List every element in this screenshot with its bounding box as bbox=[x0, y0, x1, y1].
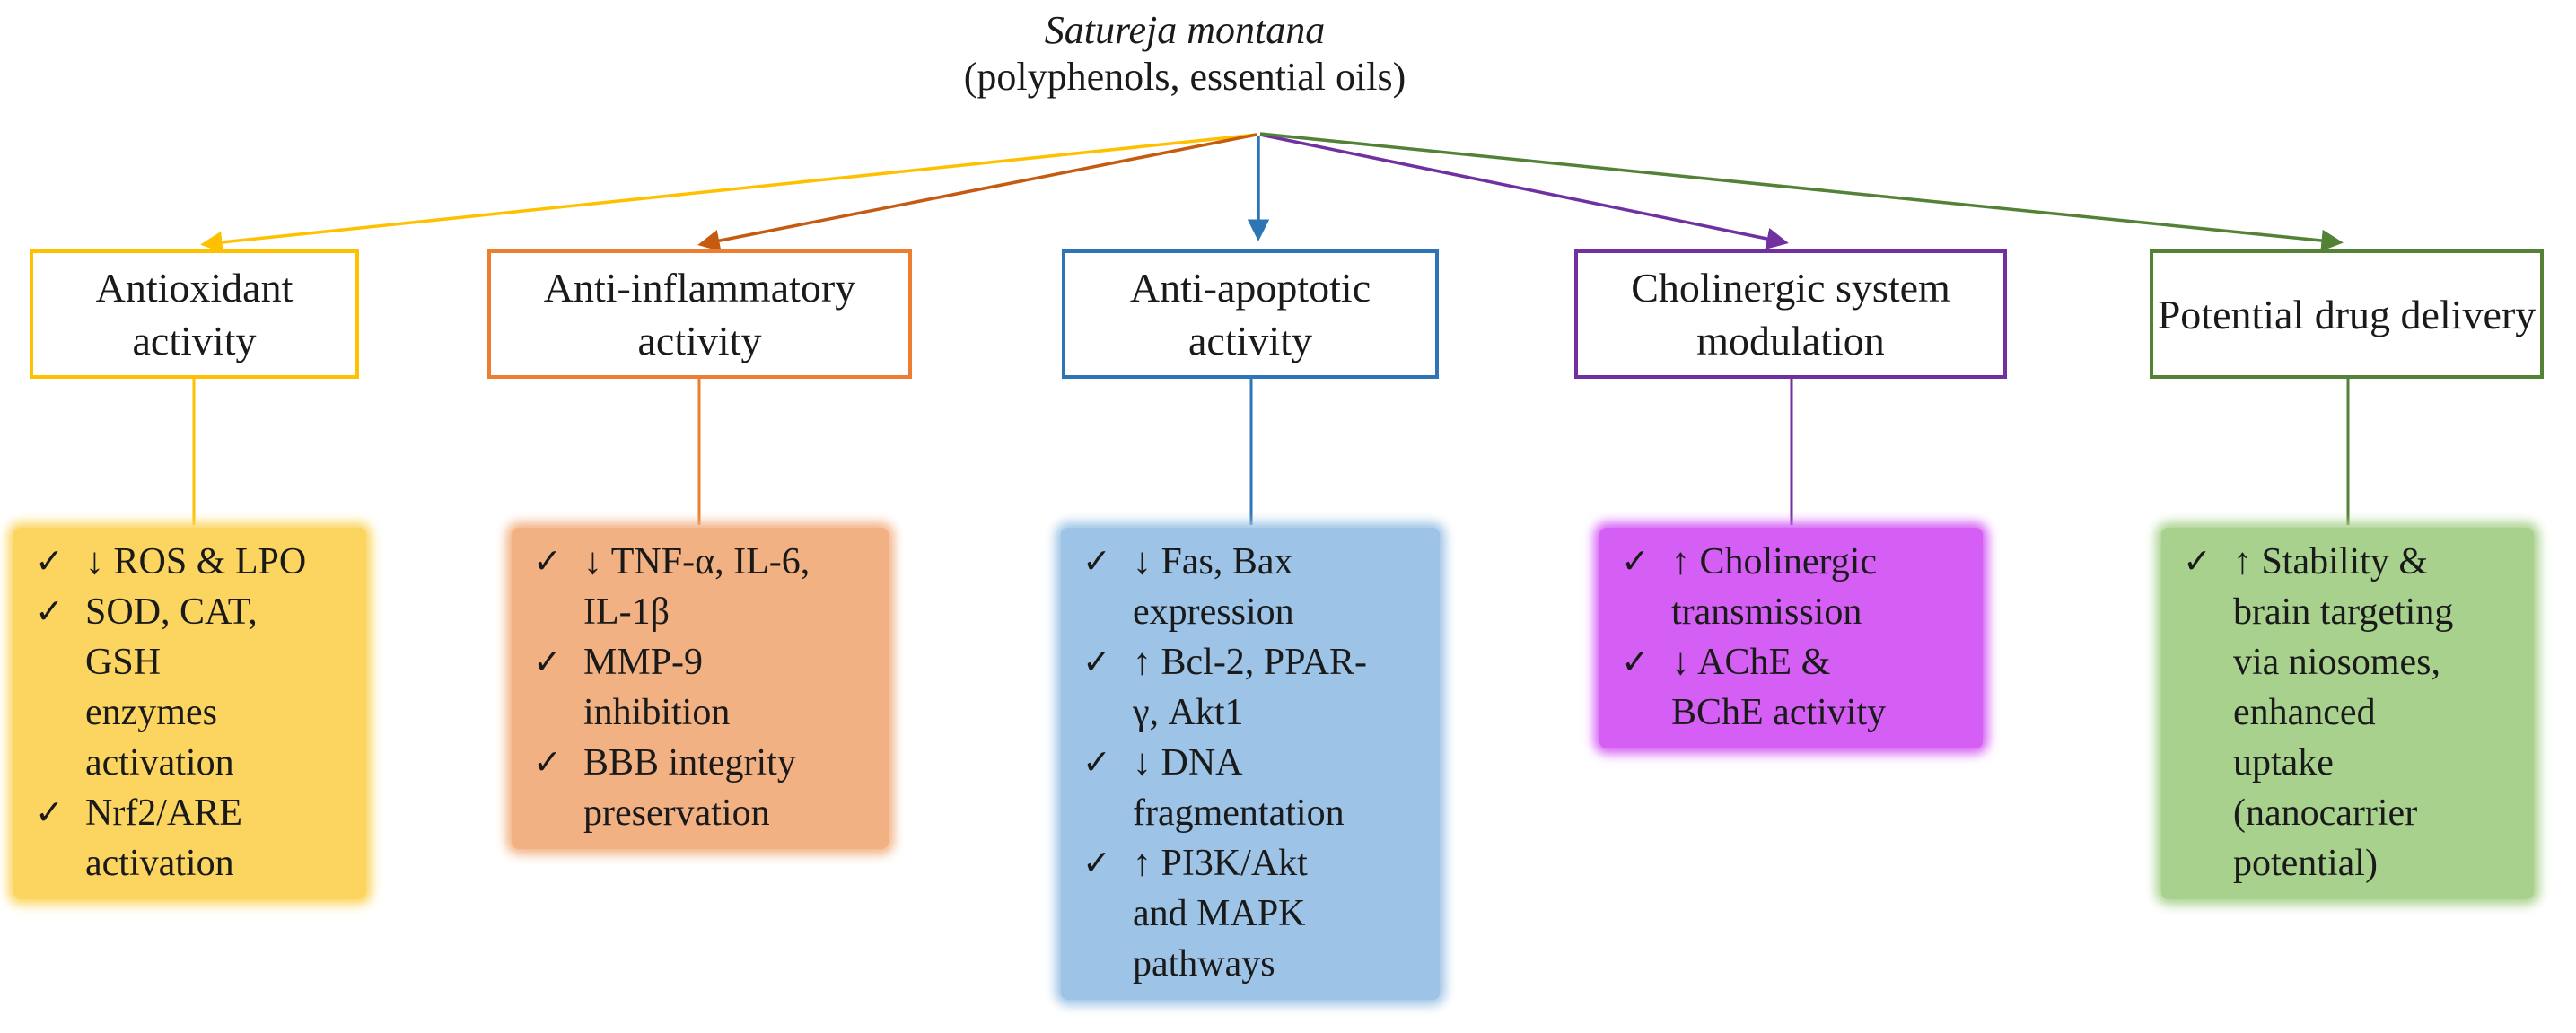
branch-header-potential-drug-delivery: Potential drug delivery bbox=[2150, 249, 2544, 379]
item-text: ↑ Cholinergic transmission bbox=[1671, 541, 1878, 633]
branch-items-box-cholinergic-system-modulation: ✓ ↑ Cholinergic transmission ✓ ↓ AChE & BCh… bbox=[1599, 528, 1983, 748]
item-text: SOD, CAT, GSH enzymes activation bbox=[85, 591, 258, 784]
item-text: ↑ PI3K/Akt and MAPK pathways bbox=[1133, 843, 1308, 985]
item-text: ↓ ROS & LPO bbox=[85, 541, 307, 582]
fan-arrow-potential-drug-delivery bbox=[1259, 132, 2344, 252]
list-item: ✓ ↓ TNF-α, IL-6, IL-1β bbox=[512, 537, 871, 637]
check-icon: ✓ bbox=[1621, 643, 1650, 681]
list-item: ✓ ↓ ROS & LPO bbox=[13, 537, 348, 587]
branch-items-box-anti-apoptotic-activity: ✓ ↓ Fas, Bax expression ✓ ↑ Bcl-2, PPAR- γ,… bbox=[1061, 528, 1440, 1000]
item-text: ↑ Stability & brain targeting via niosom… bbox=[2233, 541, 2454, 884]
check-icon: ✓ bbox=[533, 744, 562, 782]
branch-header-anti-apoptotic-activity: Anti-apoptotic activity bbox=[1062, 249, 1439, 379]
check-icon: ✓ bbox=[1082, 744, 1111, 782]
item-text: ↓ Fas, Bax expression bbox=[1133, 541, 1294, 633]
item-text: Nrf2/ARE activation bbox=[85, 792, 242, 884]
fan-arrow-anti-inflammatory-activity bbox=[697, 133, 1257, 252]
list-item: ✓ ↓ AChE & BChE activity bbox=[1599, 637, 1965, 738]
check-icon: ✓ bbox=[35, 543, 64, 581]
fan-arrow-antioxidant-activity bbox=[200, 133, 1257, 254]
check-icon: ✓ bbox=[1082, 845, 1111, 882]
list-item: ✓ ↑ Cholinergic transmission bbox=[1599, 537, 1965, 637]
species-name: Satureja montana bbox=[1044, 8, 1326, 52]
check-icon: ✓ bbox=[1082, 543, 1111, 581]
check-icon: ✓ bbox=[1621, 543, 1650, 581]
check-icon: ✓ bbox=[35, 593, 64, 631]
list-item: ✓ SOD, CAT, GSH enzymes activation bbox=[13, 587, 348, 788]
branch-header-label: Potential drug delivery bbox=[2157, 291, 2537, 337]
check-icon: ✓ bbox=[35, 794, 64, 832]
item-text: MMP-9 inhibition bbox=[583, 642, 731, 733]
branch-items-box-potential-drug-delivery: ✓ ↑ Stability & brain targeting via nioso… bbox=[2161, 528, 2534, 899]
branch-header-label: Anti-inflammatory activity bbox=[543, 265, 856, 363]
species-subtitle: (polyphenols, essential oils) bbox=[963, 55, 1406, 99]
list-item: ✓ ↑ PI3K/Akt and MAPK pathways bbox=[1061, 838, 1422, 989]
item-text: BBB integrity preservation bbox=[583, 742, 796, 834]
list-item: ✓ ↓ DNA fragmentation bbox=[1061, 738, 1422, 838]
branch-header-anti-inflammatory-activity: Anti-inflammatory activity bbox=[487, 249, 912, 379]
list-item: ✓ ↑ Bcl-2, PPAR- γ, Akt1 bbox=[1061, 637, 1422, 738]
branch-items-box-anti-inflammatory-activity: ✓ ↓ TNF-α, IL-6, IL-1β ✓ MMP-9 inhibition ✓ B… bbox=[512, 528, 889, 849]
item-text: ↑ Bcl-2, PPAR- γ, Akt1 bbox=[1133, 642, 1368, 733]
check-icon: ✓ bbox=[2183, 543, 2212, 581]
list-item: ✓ ↓ Fas, Bax expression bbox=[1061, 537, 1422, 637]
item-text: ↓ AChE & BChE activity bbox=[1671, 642, 1887, 733]
check-icon: ✓ bbox=[533, 543, 562, 581]
check-icon: ✓ bbox=[1082, 643, 1111, 681]
branch-items-box-antioxidant-activity: ✓ ↓ ROS & LPO ✓ SOD, CAT, GSH enzymes activ… bbox=[13, 528, 366, 899]
branch-header-cholinergic-system-modulation: Cholinergic system modulation bbox=[1574, 249, 2007, 379]
item-text: ↓ DNA fragmentation bbox=[1133, 742, 1345, 834]
diagram-title: Satureja montana (polyphenols, essential… bbox=[736, 7, 1634, 101]
branch-header-label: Antioxidant activity bbox=[95, 265, 294, 363]
branch-header-label: Anti-apoptotic activity bbox=[1129, 265, 1371, 363]
fan-arrow-cholinergic-system-modulation bbox=[1259, 133, 1789, 250]
check-icon: ✓ bbox=[533, 643, 562, 681]
list-item: ✓ Nrf2/ARE activation bbox=[13, 788, 348, 889]
list-item: ✓ MMP-9 inhibition bbox=[512, 637, 871, 738]
item-text: ↓ TNF-α, IL-6, IL-1β bbox=[583, 541, 810, 633]
branch-header-antioxidant-activity: Antioxidant activity bbox=[30, 249, 359, 379]
list-item: ✓ ↑ Stability & brain targeting via nioso… bbox=[2161, 537, 2516, 889]
branch-header-label: Cholinergic system modulation bbox=[1631, 265, 1950, 363]
list-item: ✓ BBB integrity preservation bbox=[512, 738, 871, 838]
